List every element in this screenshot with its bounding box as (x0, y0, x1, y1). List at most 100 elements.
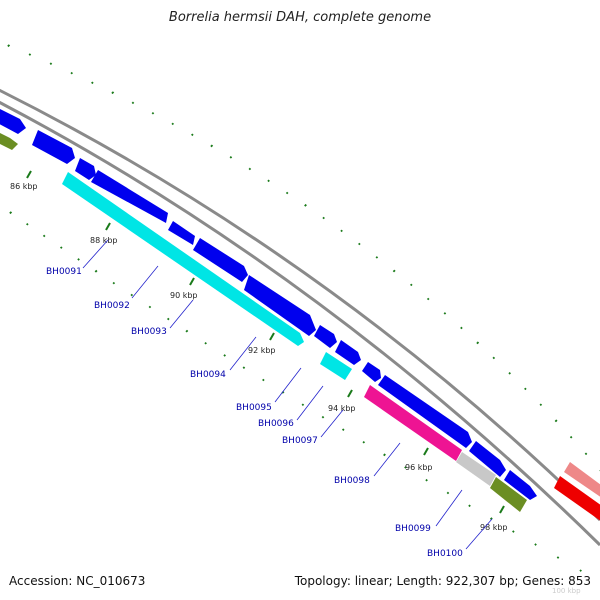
scale-dot (285, 191, 289, 195)
scale-dot (404, 466, 407, 469)
gene-feature[interactable] (314, 325, 337, 348)
gene-feature[interactable] (504, 470, 537, 500)
gene-feature[interactable] (32, 130, 75, 164)
genes-label: Genes: (522, 574, 565, 588)
scale-dot (9, 211, 13, 215)
scale-dot (301, 403, 305, 407)
gene-label-leaders (82, 239, 493, 550)
scale-dot (375, 256, 379, 259)
scale-dot (210, 144, 214, 148)
tick-label: 86 kbp (10, 182, 38, 191)
scale-dot (392, 269, 396, 273)
gene-feature[interactable] (362, 362, 381, 382)
gene-feature[interactable] (244, 275, 316, 336)
scale-ticks: 86 kbp 88 kbp 90 kbp 92 kbp 94 kbp 96 kb… (10, 170, 581, 595)
gene-feature[interactable] (564, 462, 600, 500)
gene-feature[interactable] (0, 128, 18, 150)
scale-dot (91, 81, 94, 85)
genome-backbone-outer (0, 88, 600, 522)
scale-dot (112, 281, 116, 285)
genes-value: 853 (568, 574, 591, 588)
scale-dot (94, 269, 98, 273)
scale-dot (534, 543, 537, 546)
scale-dot (358, 242, 361, 246)
scale-dot (185, 329, 189, 333)
scale-dot (248, 167, 252, 171)
scale-dot (492, 356, 496, 360)
gene-label-bh0092[interactable]: BH0092 (94, 301, 130, 311)
scale-dot (229, 156, 233, 159)
gene-feature[interactable] (335, 340, 361, 365)
scale-dot (321, 415, 325, 419)
topology-label: Topology: (294, 574, 351, 588)
scale-dot (512, 530, 515, 533)
tick-label: 90 kbp (170, 291, 198, 300)
tick-label: 92 kbp (248, 346, 276, 355)
gene-label-bh0094[interactable]: BH0094 (190, 370, 226, 380)
tick-label: 100 kbp (552, 587, 581, 595)
scale-dot (556, 556, 560, 559)
scale-dot (26, 222, 29, 226)
gene-label-bh0099[interactable]: BH0099 (395, 524, 431, 534)
scale-dot (70, 71, 74, 75)
accession-info: Accession: NC_010673 (9, 574, 145, 588)
scale-dot (554, 419, 558, 423)
gene-feature[interactable] (456, 452, 496, 486)
scale-dot (42, 234, 46, 238)
genome-summary: Topology: linear; Length: 922,307 bp; Ge… (294, 574, 591, 588)
accession-value: NC_010673 (76, 574, 146, 588)
tick-label: 98 kbp (480, 523, 508, 532)
gene-feature[interactable] (490, 477, 527, 512)
gene-label-bh0096[interactable]: BH0096 (258, 419, 294, 429)
gene-feature[interactable] (469, 441, 506, 477)
scale-dot (383, 453, 386, 457)
tick-dots (7, 44, 600, 572)
gene-feature[interactable] (193, 238, 248, 282)
gene-label-bh0095[interactable]: BH0095 (236, 403, 272, 413)
scale-dot (267, 179, 270, 183)
scale-dot (223, 354, 226, 357)
scale-dot (410, 283, 413, 287)
gene-feature[interactable] (554, 476, 600, 524)
gene-feature[interactable] (320, 352, 352, 380)
gene-feature[interactable] (75, 158, 96, 180)
scale-dot (28, 53, 32, 56)
scale-dot (584, 452, 588, 456)
genome-backbone-inner (0, 100, 600, 547)
scale-dot (524, 387, 527, 391)
scale-dot (59, 246, 63, 249)
scale-dot (539, 403, 543, 407)
scale-dot (262, 378, 265, 382)
length-value: 922,307 bp (445, 574, 515, 588)
gene-feature[interactable] (62, 172, 304, 346)
scale-dot (151, 111, 155, 115)
gene-label-bh0100[interactable]: BH0100 (427, 549, 463, 559)
tick-label: 96 kbp (405, 463, 433, 472)
scale-dot (460, 326, 463, 330)
scale-dot (340, 229, 343, 233)
scale-dot (341, 428, 345, 431)
scale-dot (131, 101, 135, 105)
scale-dot (49, 62, 53, 66)
scale-dot (569, 435, 573, 439)
topology-value: linear (354, 574, 389, 588)
gene-feature[interactable] (91, 170, 168, 223)
tick-label: 94 kbp (328, 404, 356, 413)
gene-feature[interactable] (364, 385, 462, 461)
gene-feature[interactable] (378, 375, 472, 448)
scale-dot (476, 341, 480, 345)
gene-label-bh0091[interactable]: BH0091 (46, 267, 82, 277)
gene-feature[interactable] (0, 104, 26, 134)
scale-dot (579, 569, 582, 572)
scale-dot (111, 91, 115, 95)
scale-dot (166, 317, 170, 321)
gene-label-bh0098[interactable]: BH0098 (334, 476, 370, 486)
scale-dot (7, 44, 11, 48)
scale-dot (362, 440, 366, 444)
scale-dot (443, 312, 447, 315)
gene-label-bh0093[interactable]: BH0093 (131, 327, 167, 337)
gene-feature[interactable] (168, 221, 195, 245)
length-label: Length: (396, 574, 442, 588)
gene-label-bh0097[interactable]: BH0097 (282, 436, 318, 446)
